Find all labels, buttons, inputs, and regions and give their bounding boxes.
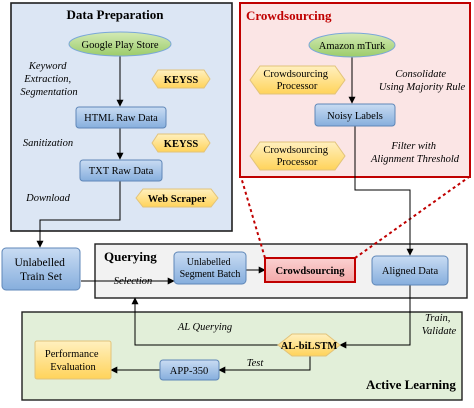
performance-label: Performance Evaluation <box>45 349 101 373</box>
data-preparation-title: Data Preparation <box>67 7 165 22</box>
amazon-mturk-label: Amazon mTurk <box>319 41 386 52</box>
keyword-note: Keyword Extraction, Segmentation <box>20 61 77 98</box>
txt-raw-node <box>79 159 163 182</box>
keyss-label-2: KEYSS <box>164 139 199 150</box>
unlabelled-train-label: Unlabelled Train Set <box>14 257 67 283</box>
al-querying-note: AL Querying <box>177 322 232 333</box>
aligned-data-label: Aligned Data <box>382 266 439 277</box>
html-raw-node <box>75 106 167 129</box>
edge-aligned-bilstm <box>339 285 411 349</box>
keyss-node-1 <box>151 69 211 89</box>
amazon-mturk-node <box>308 32 396 58</box>
consolidate-note: Consolidate Using Majority Rule <box>379 69 466 93</box>
al-bilstm-label: AL-biLSTM <box>281 341 338 352</box>
keyss-node-2 <box>151 133 211 153</box>
edge-txt-unlabelled <box>36 181 121 248</box>
active-learning-title: Active Learning <box>366 377 456 392</box>
app350-label: APP-350 <box>170 366 209 377</box>
unlabelled-segment-node <box>173 251 247 285</box>
crowd-processor-label-1: Crowdsourcing Processor <box>263 69 330 92</box>
html-raw-label: HTML Raw Data <box>84 113 158 124</box>
unlabelled-segment-label: Unlabelled Segment Batch <box>180 257 241 280</box>
al-bilstm-node <box>277 333 341 357</box>
crowd-processor-label-2: Crowdsourcing Processor <box>263 145 330 168</box>
crowdsourcing-title: Crowdsourcing <box>246 8 332 23</box>
unlabelled-train-node <box>1 247 81 291</box>
querying-title: Querying <box>104 249 157 264</box>
selection-note: Selection <box>114 276 152 287</box>
web-scraper-label: Web Scraper <box>148 194 207 205</box>
zoom-line-left <box>240 176 266 259</box>
crowd-processor-node-2 <box>249 141 346 171</box>
filter-note: Filter with Alignment Threshold <box>370 141 460 165</box>
app350-node <box>159 359 220 381</box>
txt-raw-label: TXT Raw Data <box>89 166 154 177</box>
google-play-label: Google Play Store <box>82 40 159 51</box>
noisy-labels-node <box>314 103 396 127</box>
crowdsourcing-query-node <box>264 257 356 283</box>
web-scraper-node <box>135 188 219 208</box>
edge-to-aligned <box>354 172 414 256</box>
edge-bilstm-app <box>218 356 311 374</box>
noisy-labels-label: Noisy Labels <box>327 111 383 122</box>
sanitization-note: Sanitization <box>23 138 73 149</box>
aligned-data-node <box>371 255 449 286</box>
zoom-line-right <box>354 176 470 259</box>
google-play-node <box>68 31 172 57</box>
edge-bilstm-query <box>131 297 278 346</box>
crowd-processor-node-1 <box>249 65 346 95</box>
crowdsourcing-query-label: Crowdsourcing <box>275 266 345 277</box>
keyss-label-1: KEYSS <box>164 75 199 86</box>
train-validate-note: Train, Validate <box>422 313 457 337</box>
performance-node <box>34 340 112 380</box>
download-note: Download <box>25 193 71 204</box>
test-note: Test <box>247 358 265 369</box>
